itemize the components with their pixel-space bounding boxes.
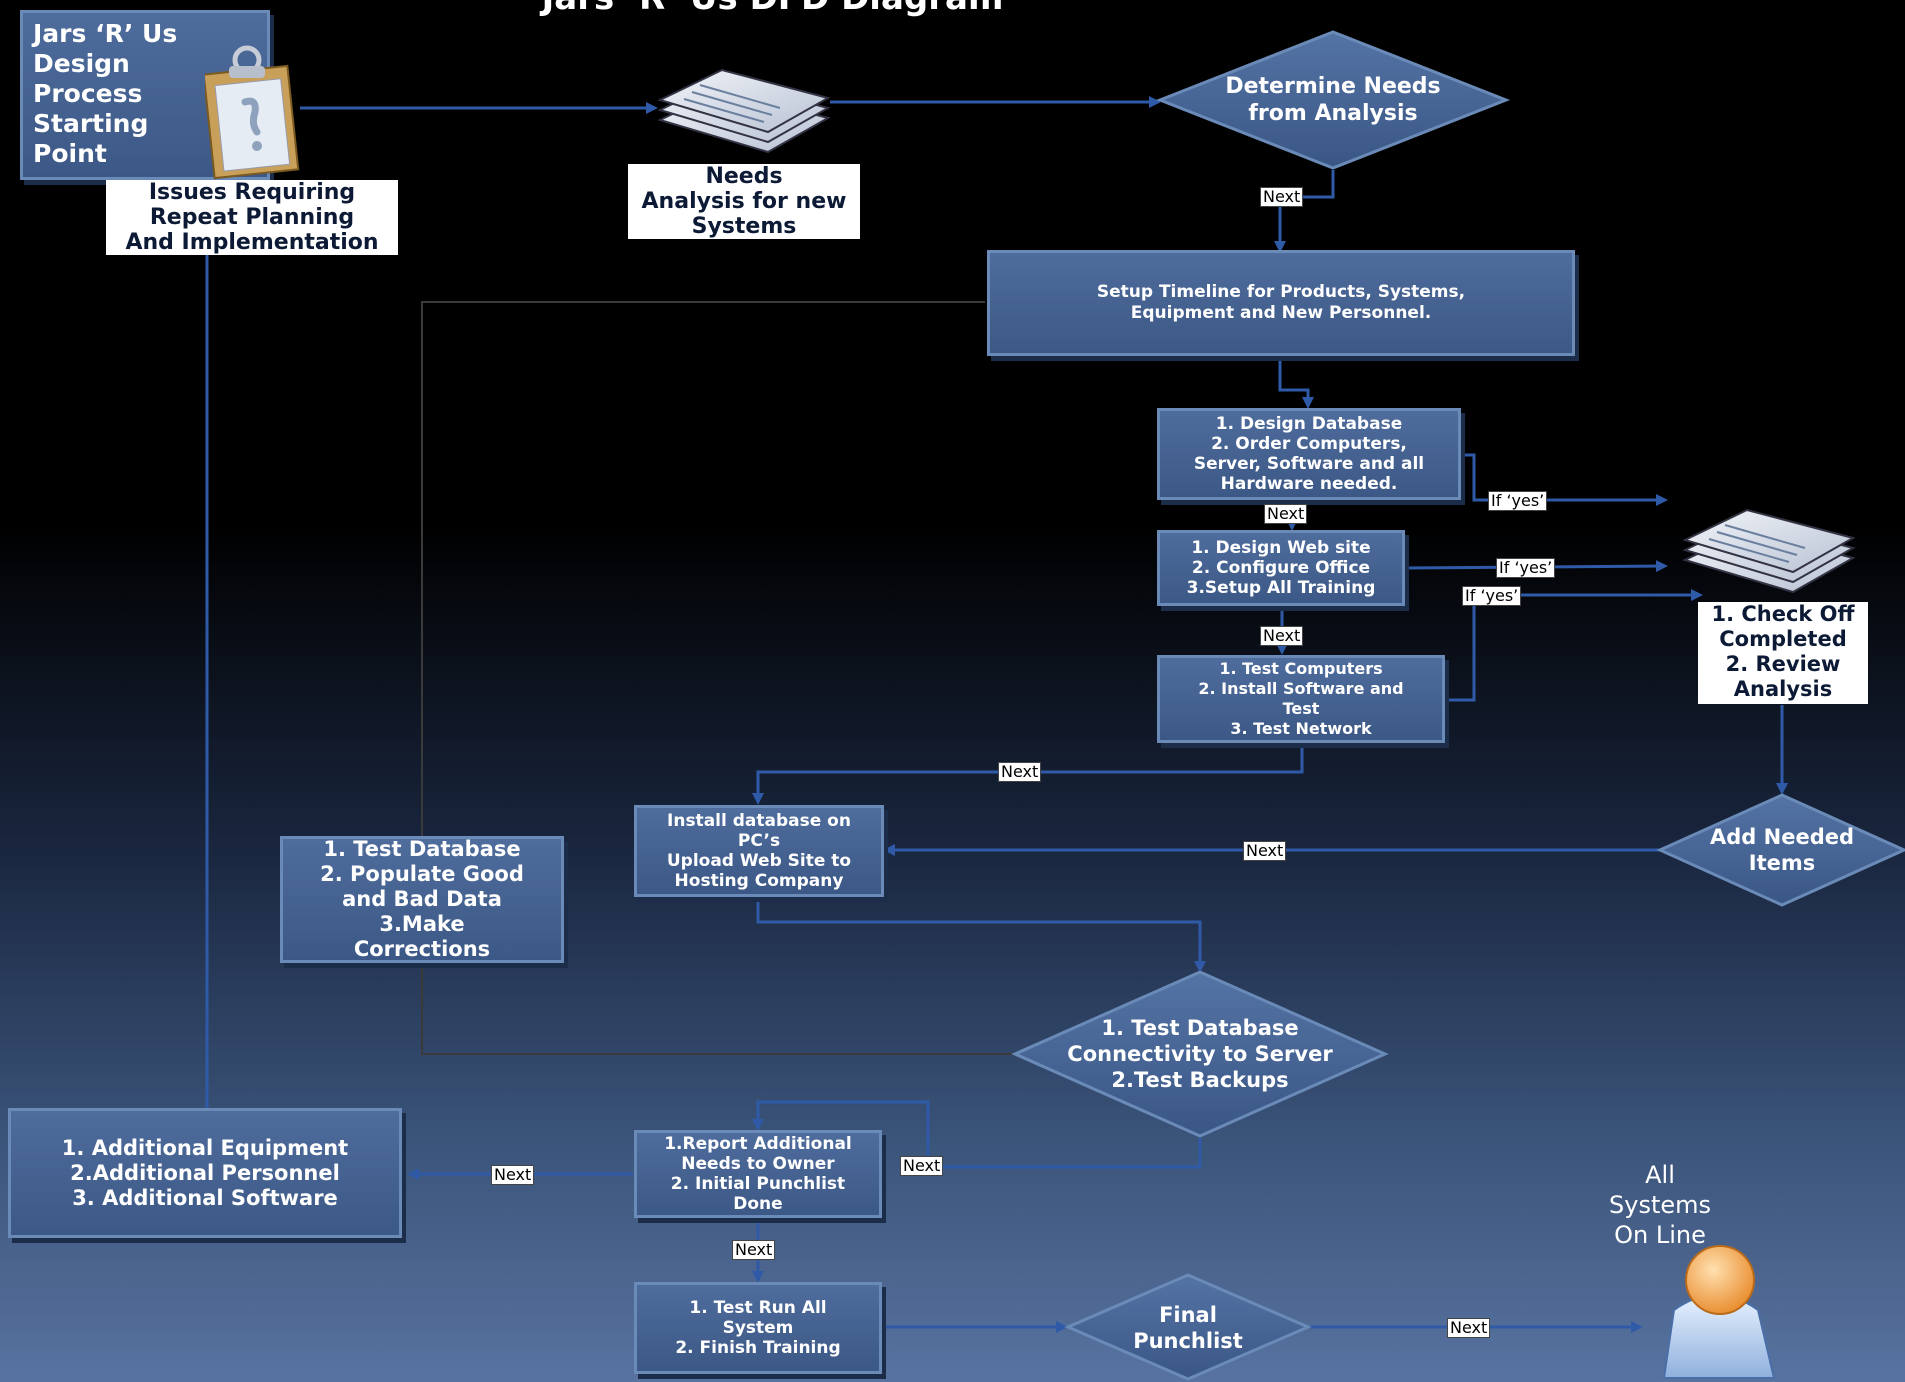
user-icon	[1662, 1245, 1776, 1379]
next-tag: Next	[1260, 626, 1304, 646]
edge-timeline-to-designdb	[1278, 357, 1314, 409]
test-db-box: 1. Test Database 2. Populate Good and Ba…	[280, 836, 564, 963]
documents-icon	[657, 68, 831, 154]
needs-analysis-label: Needs Analysis for new Systems	[628, 164, 860, 239]
design-db-box: 1. Design Database 2. Order Computers, S…	[1157, 408, 1461, 500]
check-off-label: 1. Check Off Completed 2. Review Analysi…	[1698, 602, 1868, 704]
diagram-title: Jars ‘R’ Us DFD Diagram	[0, 0, 1545, 18]
next-tag: Next	[1264, 504, 1308, 524]
edge-install-to-connectivity	[756, 897, 1206, 973]
next-tag: Next	[900, 1156, 944, 1176]
report-box: 1.Report Additional Needs to Owner 2. In…	[634, 1130, 882, 1218]
test-computers-box: 1. Test Computers 2. Install Software an…	[1157, 655, 1445, 743]
timeline-box: Setup Timeline for Products, Systems, Eq…	[987, 250, 1575, 356]
if-yes-tag: If ‘yes’	[1496, 558, 1556, 578]
issues-label: Issues Requiring Repeat Planning And Imp…	[106, 180, 398, 255]
next-tag: Next	[491, 1165, 535, 1185]
edge-feedback-loop	[421, 301, 1018, 1055]
all-systems-label: All Systems On Line	[1609, 1161, 1711, 1249]
next-tag: Next	[732, 1240, 776, 1260]
edge-designdb-ifyes	[1462, 453, 1668, 506]
start-label: Jars ‘R’ Us Design Process Starting Poin…	[33, 19, 178, 168]
if-yes-tag: If ‘yes’	[1488, 491, 1548, 511]
clipboard-icon	[205, 45, 300, 180]
documents-icon-right	[1682, 508, 1856, 594]
design-web-box: 1. Design Web site 2. Configure Office 3…	[1157, 530, 1405, 606]
if-yes-tag: If ‘yes’	[1462, 586, 1522, 606]
install-db-box: Install database on PC’s Upload Web Site…	[634, 805, 884, 897]
connectivity-diamond	[1011, 970, 1389, 1138]
next-tag: Next	[1260, 187, 1304, 207]
edge-testcomp-ifyes	[1446, 589, 1703, 702]
additional-box: 1. Additional Equipment 2.Additional Per…	[8, 1108, 402, 1238]
test-connectivity-label: 1. Test Database Connectivity to Server …	[1067, 1015, 1333, 1093]
determine-label: Determine Needs from Analysis	[1225, 73, 1441, 127]
test-run-box: 1. Test Run All System 2. Finish Trainin…	[634, 1282, 882, 1374]
next-tag: Next	[1243, 841, 1287, 861]
edge-connectivity-to-report	[752, 1100, 1202, 1169]
final-punchlist-label: Final Punchlist	[1133, 1302, 1243, 1353]
edge-determine-to-timeline	[1274, 170, 1335, 253]
add-needed-label: Add Needed Items	[1710, 824, 1854, 875]
next-tag: Next	[1447, 1318, 1491, 1338]
determine-diamond	[1155, 30, 1511, 170]
start-box: Jars ‘R’ Us Design Process Starting Poin…	[20, 10, 270, 180]
add-needed-diamond	[1656, 793, 1905, 907]
next-tag: Next	[998, 762, 1042, 782]
final-punchlist-diamond	[1064, 1273, 1312, 1381]
